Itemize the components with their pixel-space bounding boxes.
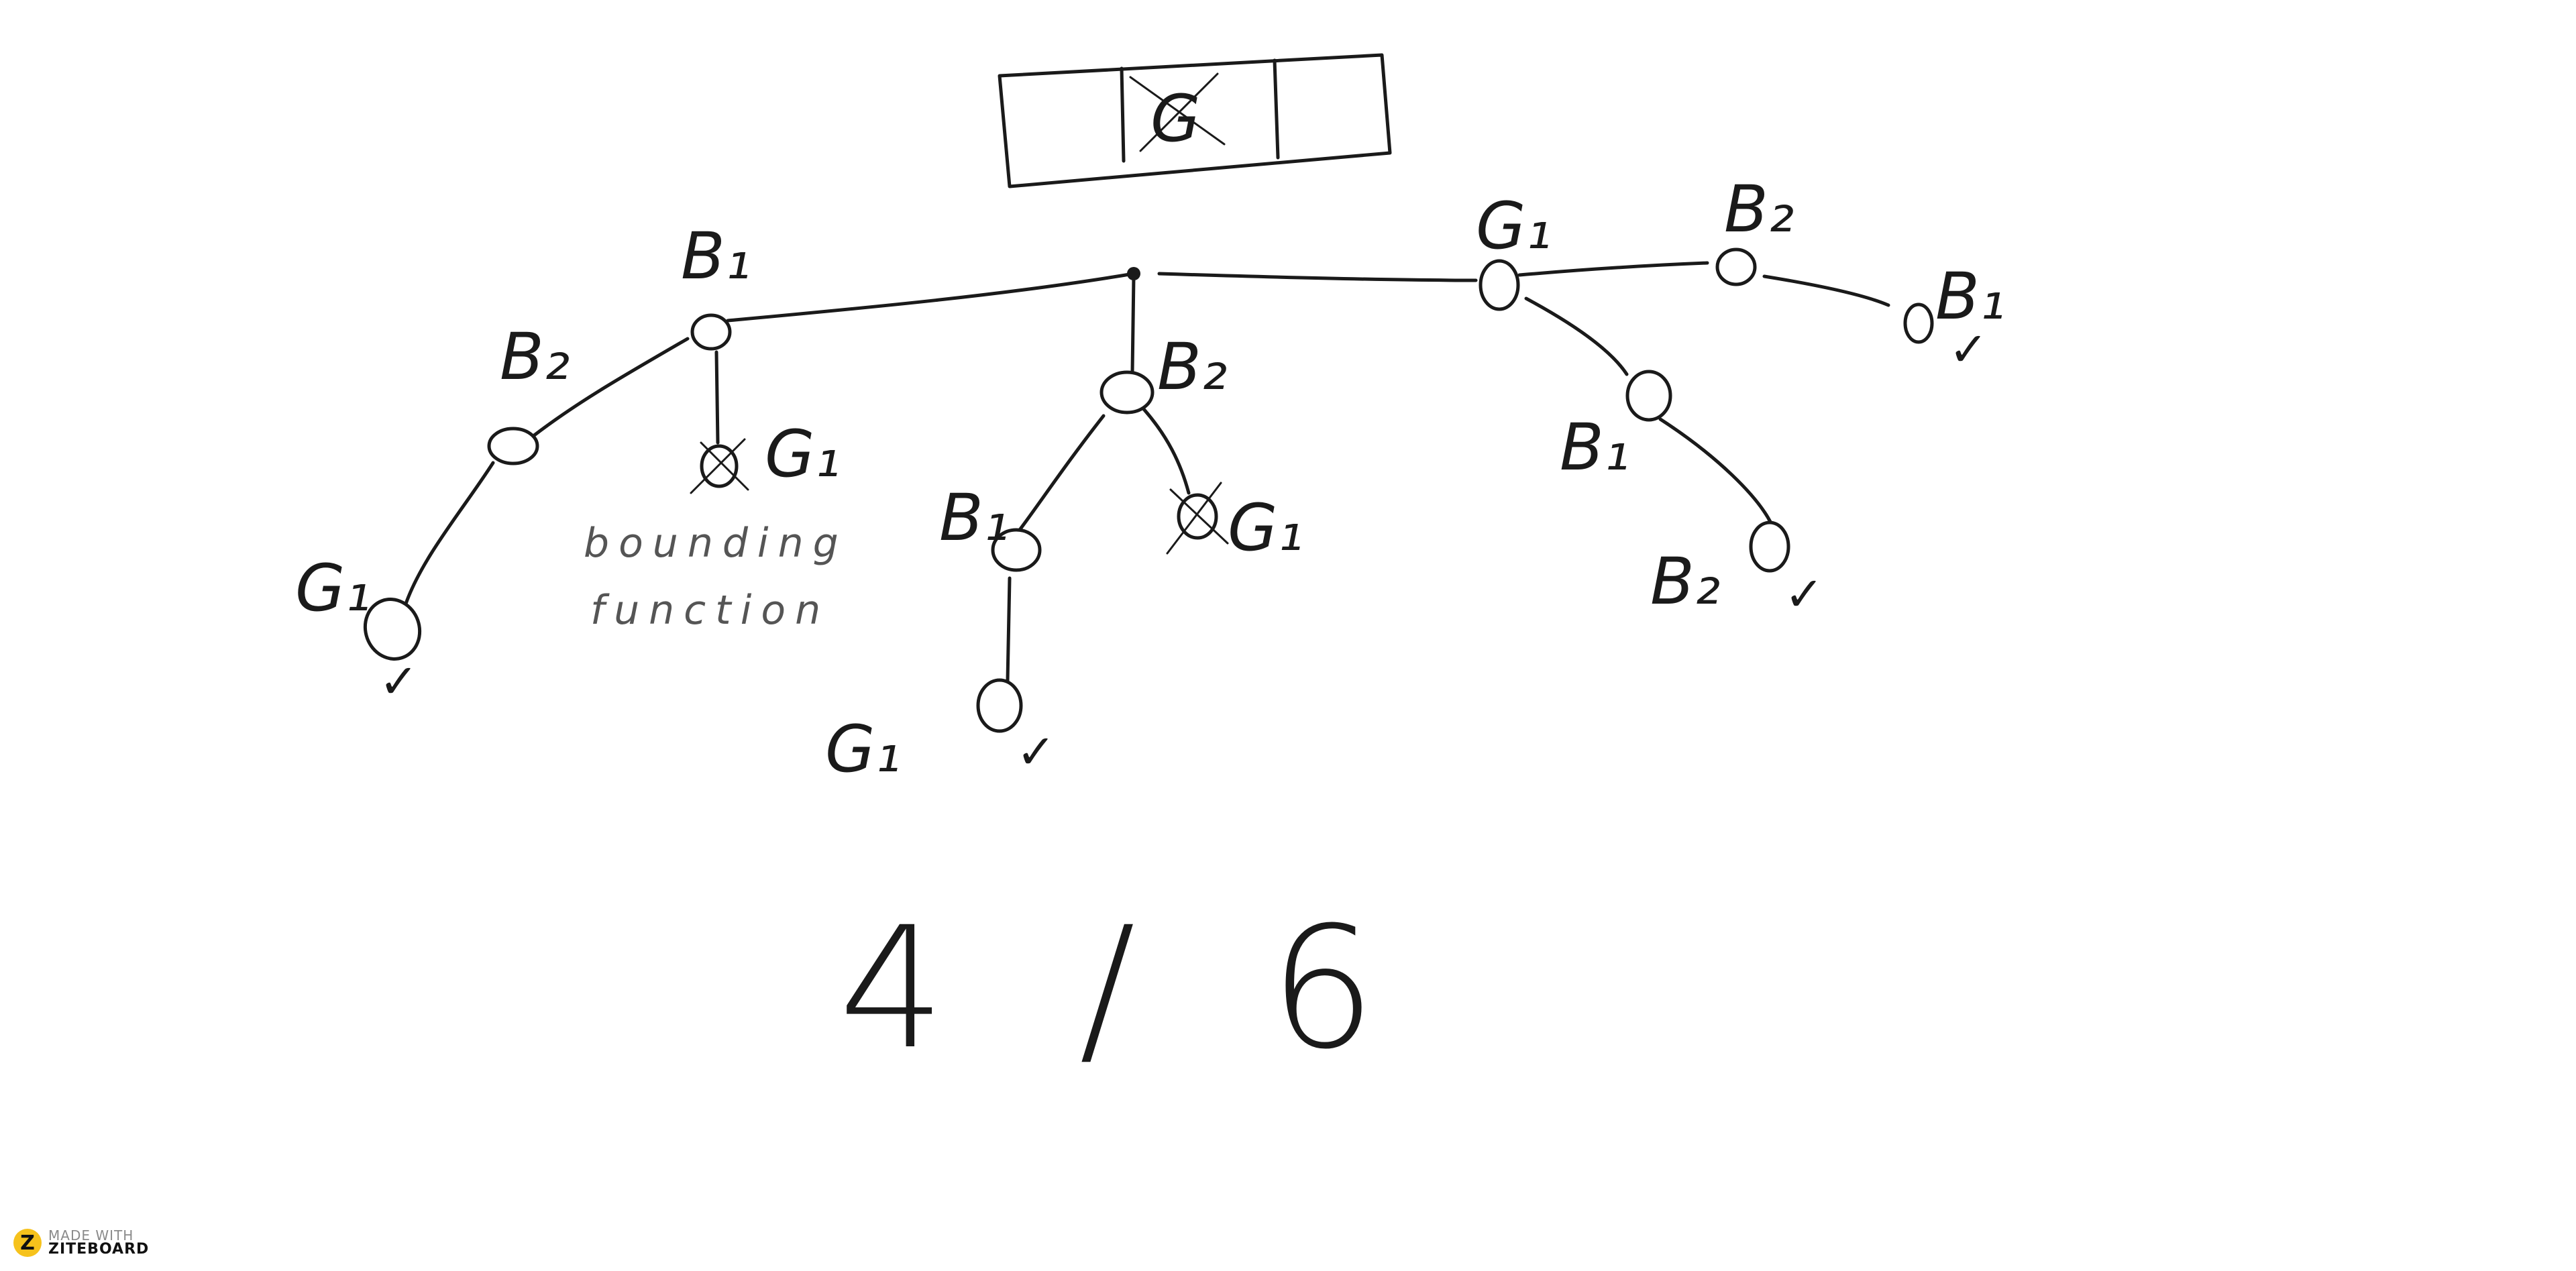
pruned-marks	[690, 438, 1229, 555]
label-b1-b2: B₂	[500, 319, 570, 394]
edge-l1-b2	[531, 337, 690, 438]
node-b1[interactable]	[690, 313, 732, 351]
edge-root-b1	[726, 272, 1136, 323]
edge-root-g1	[1157, 272, 1478, 282]
check-right-top: ✓	[1949, 322, 1988, 377]
node-b2-b1-g1[interactable]	[976, 678, 1023, 733]
label-b1-b2-g1: G₁	[295, 551, 371, 626]
ratio-label: 4 / 6	[839, 891, 1416, 1086]
node-b1-b2-g1[interactable]	[357, 592, 428, 667]
edge-m1-b1	[1018, 414, 1106, 532]
edge-root-b2	[1130, 274, 1136, 374]
edge-r2-b1	[1762, 274, 1890, 307]
label-g1-b2-b1: B₁	[1935, 259, 2005, 334]
edge-r1-b2	[1517, 261, 1709, 277]
note-line-2: function	[590, 587, 830, 634]
edge-labels: B₁ B₂ G₁ G₁ B₂ B₁ G₁ G₁ G₁ B₂ B₁ B₁ B₂	[295, 172, 2005, 787]
label-g1: G₁	[1476, 188, 1552, 264]
watermark-text: MADE WITH ZITEBOARD	[48, 1229, 149, 1257]
accepted-marks: ✓ ✓ ✓ ✓	[379, 322, 1988, 779]
root-node[interactable]	[1127, 267, 1140, 280]
bounding-function-note: bounding function	[584, 520, 848, 634]
ziteboard-logo-icon: Z	[13, 1229, 42, 1257]
label-g1-b1-b2: B₂	[1650, 544, 1720, 619]
header-cross-stroke-1	[1129, 76, 1226, 146]
prune-cross-mid-1	[1166, 482, 1222, 555]
node-b1-b2[interactable]	[487, 427, 539, 465]
node-g1[interactable]	[1479, 259, 1520, 311]
label-b2: B₂	[1157, 329, 1227, 404]
prune-cross-left-2	[700, 441, 749, 491]
header-cell-g: G	[1150, 81, 1200, 156]
prune-cross-mid-2	[1169, 488, 1229, 545]
label-g1-b1: B₁	[1560, 410, 1629, 485]
header-array: G	[998, 53, 1392, 188]
watermark-line-1: MADE WITH	[48, 1227, 134, 1244]
edge-m2-g1	[1006, 576, 1012, 683]
node-b2-b1[interactable]	[991, 528, 1042, 572]
watermark-line-2: ZITEBOARD	[48, 1241, 150, 1258]
edge-r1-b1	[1524, 296, 1629, 376]
label-b2-g1: G₁	[1228, 490, 1303, 565]
edge-l1-g1-pruned	[714, 350, 720, 445]
edge-l2-g1	[404, 461, 495, 606]
label-g1-b2: B₂	[1724, 172, 1794, 247]
node-g1-b1-b2[interactable]	[1749, 520, 1790, 573]
edge-r3-b2	[1658, 417, 1773, 525]
label-b1-g1: G₁	[765, 417, 841, 492]
check-right-bottom: ✓	[1784, 567, 1824, 622]
label-b1: B₁	[681, 219, 751, 294]
edge-m1-g1-pruned	[1142, 407, 1191, 495]
label-b2-b1-g1: G₁	[825, 712, 901, 787]
node-g1-b1[interactable]	[1625, 370, 1672, 422]
header-divider-right	[1273, 58, 1280, 160]
check-middle: ✓	[1016, 724, 1056, 779]
tree-nodes	[357, 247, 1934, 733]
tree-edges	[404, 261, 1890, 683]
node-b2[interactable]	[1099, 370, 1155, 415]
node-g1-b2[interactable]	[1715, 247, 1757, 286]
label-b2-b1: B₁	[939, 480, 1009, 555]
header-divider-left	[1120, 66, 1126, 163]
node-g1-b2-b1[interactable]	[1903, 302, 1934, 344]
prune-cross-left-1	[690, 438, 746, 494]
check-left: ✓	[379, 654, 419, 709]
header-box-outline	[998, 53, 1392, 188]
ziteboard-watermark[interactable]: Z MADE WITH ZITEBOARD	[13, 1229, 149, 1257]
header-cross-stroke-2	[1139, 72, 1219, 152]
note-line-1: bounding	[584, 520, 848, 567]
